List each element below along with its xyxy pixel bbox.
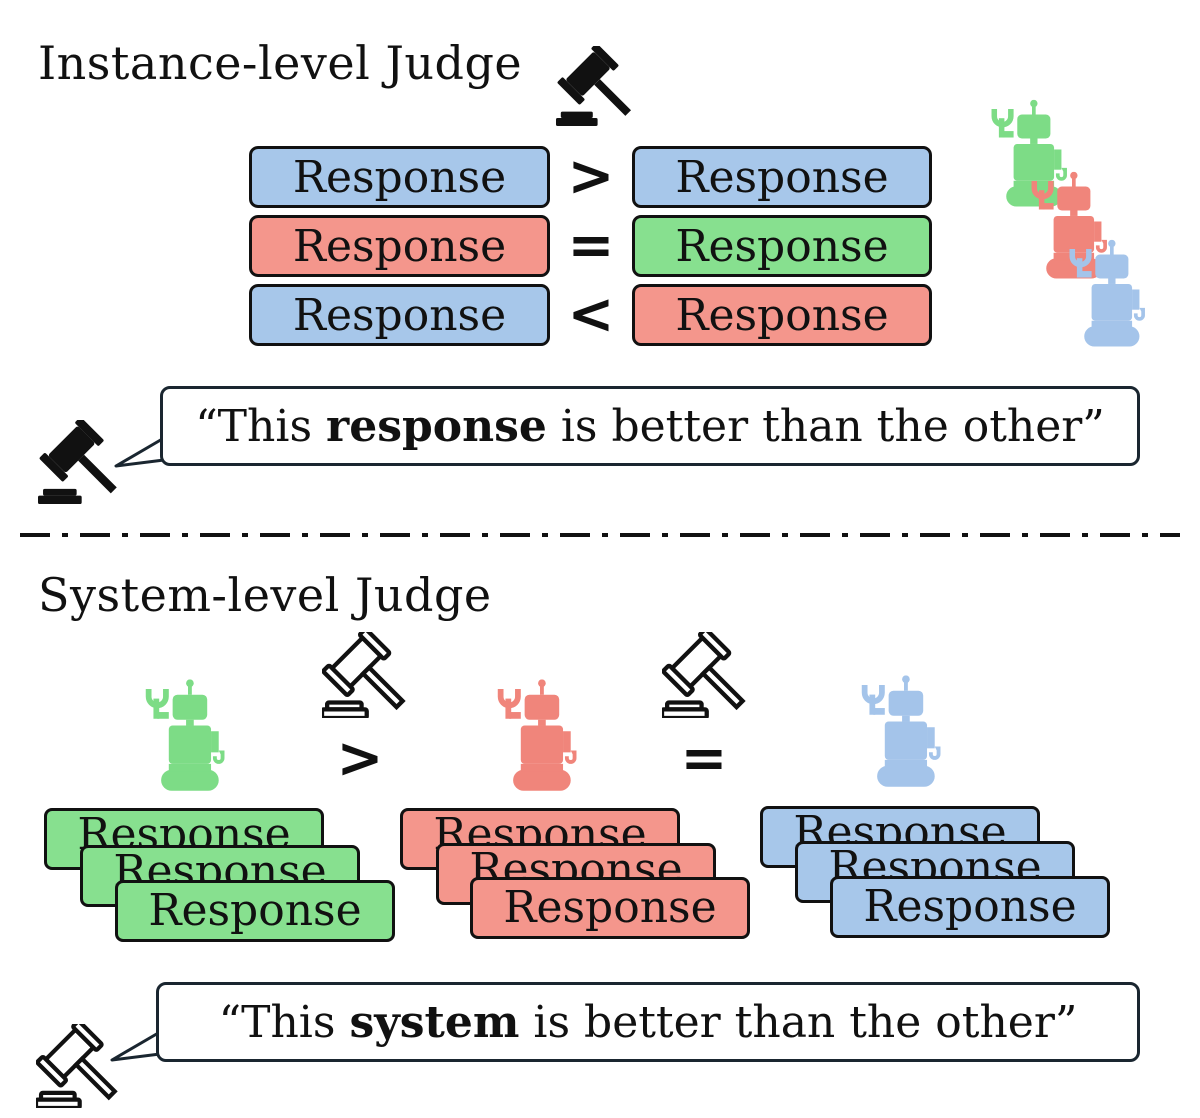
- speech-bubble-tail: [114, 436, 165, 468]
- greater-than-operator: >: [567, 144, 615, 209]
- bubble-text-post: is better than the other”: [546, 400, 1105, 452]
- robot-icon: [492, 676, 588, 798]
- system-title: System-level Judge: [38, 568, 492, 622]
- section-divider: [20, 533, 1180, 537]
- response-box: Response: [249, 215, 550, 277]
- equals-operator: =: [567, 213, 615, 278]
- response-box: Response: [632, 215, 932, 277]
- robot-icon: [856, 672, 952, 794]
- response-box: Response: [249, 146, 550, 208]
- speech-bubble-tail: [110, 1030, 161, 1062]
- response-box: Response: [470, 877, 750, 939]
- gavel-icon: [556, 46, 636, 126]
- greater-than-operator: >: [336, 726, 384, 791]
- bubble-text-bold: response: [326, 400, 547, 452]
- bubble-text-post: is better than the other”: [519, 996, 1078, 1048]
- response-box: Response: [830, 876, 1110, 938]
- instance-speech-bubble: “This response is better than the other”: [160, 386, 1140, 466]
- gavel-icon: [322, 632, 408, 718]
- gavel-icon: [36, 1024, 120, 1108]
- robot-icon: [140, 676, 236, 798]
- less-than-operator: <: [567, 282, 615, 347]
- response-box: Response: [632, 284, 932, 346]
- gavel-icon: [662, 632, 748, 718]
- robot-icon: [1064, 236, 1156, 354]
- system-speech-bubble: “This system is better than the other”: [156, 982, 1140, 1062]
- instance-title: Instance-level Judge: [38, 36, 523, 90]
- bubble-text-bold: system: [349, 996, 520, 1048]
- response-box: Response: [115, 880, 395, 942]
- response-box: Response: [249, 284, 550, 346]
- response-box: Response: [632, 146, 932, 208]
- bubble-text-pre: “This: [218, 996, 350, 1048]
- bubble-text-pre: “This: [195, 400, 327, 452]
- gavel-icon: [38, 420, 122, 504]
- equals-operator: =: [680, 726, 728, 791]
